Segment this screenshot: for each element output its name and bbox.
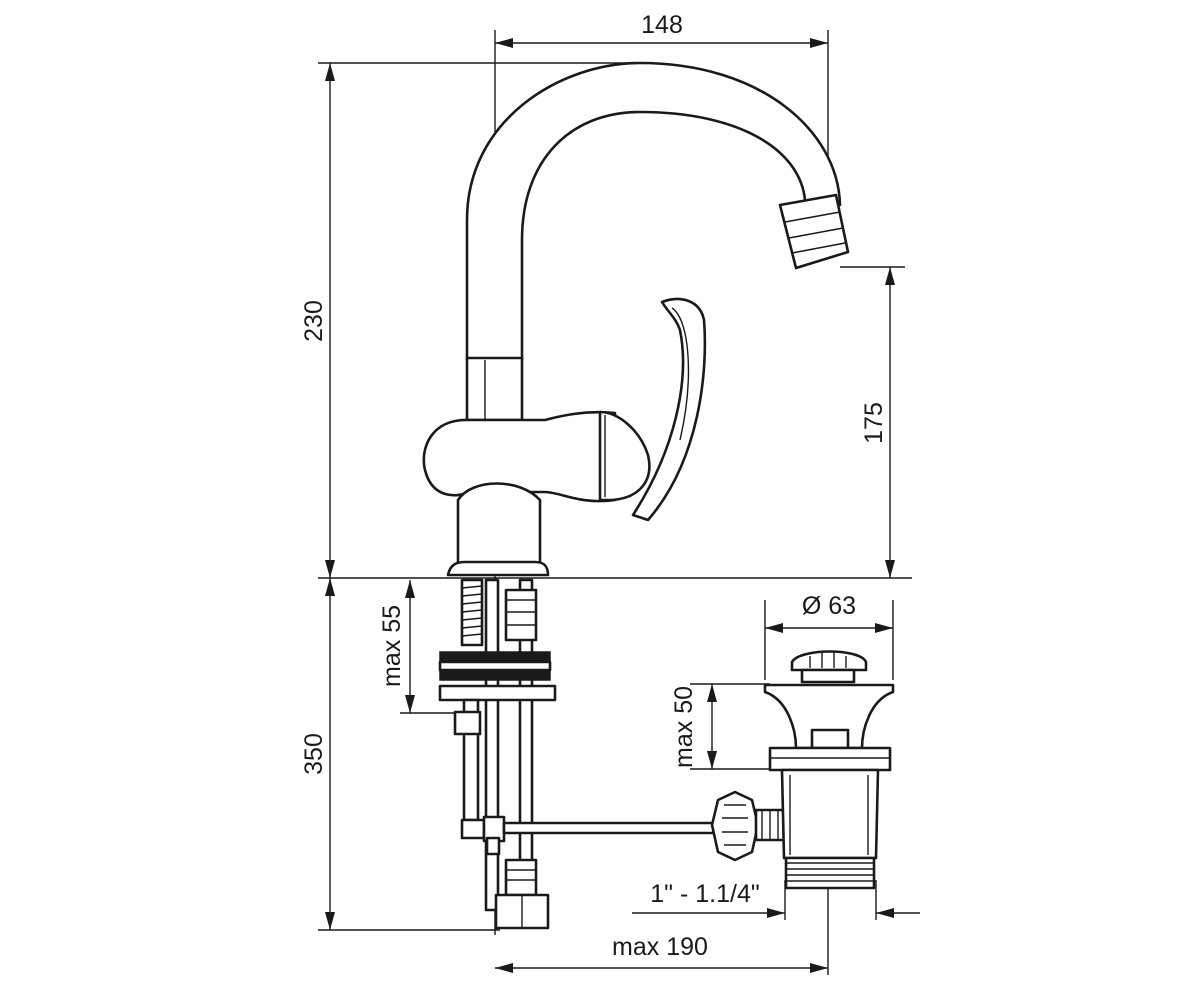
label-waste-diameter: Ø 63 <box>802 592 856 620</box>
fixing-washer <box>439 669 551 681</box>
fixing-hardware <box>438 578 557 930</box>
label-max-basin-thickness: max 50 <box>670 686 698 768</box>
cartridge-cap <box>598 410 651 502</box>
label-spout-reach: 148 <box>641 11 683 39</box>
body-housing <box>422 410 617 503</box>
label-max-counter-thickness: max 55 <box>378 605 406 687</box>
label-waste-thread: 1" - 1.1/4" <box>650 880 759 908</box>
lower-body <box>456 482 542 565</box>
spout <box>465 61 842 362</box>
dimension-arrows <box>325 38 920 973</box>
pop-up-waste <box>763 650 895 890</box>
label-below-counter: 350 <box>300 733 328 775</box>
lever-handle <box>631 297 707 522</box>
label-outlet-height: 175 <box>860 402 888 444</box>
fixing-washer <box>438 660 552 672</box>
fixing-washer <box>439 651 551 663</box>
waste-plug <box>790 650 868 672</box>
label-max-rod-length: max 190 <box>612 933 708 961</box>
base-ring <box>446 560 550 577</box>
dimension-labels: 148 230 175 350 max 55 Ø 63 max 50 1" - … <box>300 11 888 961</box>
pop-up-rod <box>502 790 786 862</box>
aerator <box>778 193 850 270</box>
fixing-nut <box>438 684 557 702</box>
faucet <box>422 61 850 577</box>
label-total-height: 230 <box>300 300 328 342</box>
